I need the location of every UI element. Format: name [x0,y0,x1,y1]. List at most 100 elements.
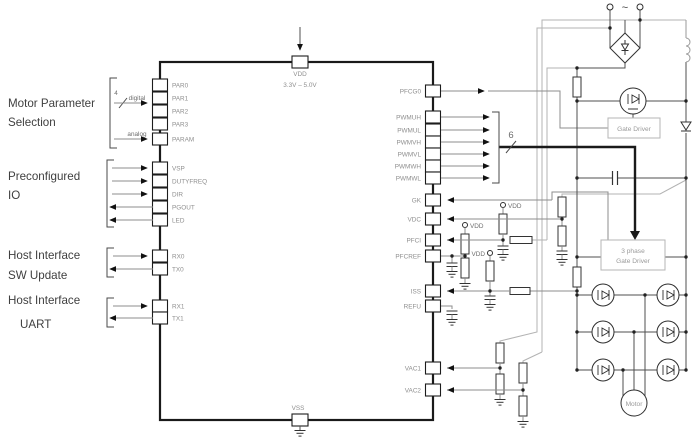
pin-pfcref-label: PFCREF [395,254,421,261]
host-uart-label-2: UART [20,318,51,331]
inverter-igbts [591,283,680,382]
vdd-supply: VDD 3.3V – 5.0V [283,27,317,89]
pin-par1-label: PAR1 [172,96,189,103]
left-annotations: Motor Parameter Selection Preconfigured … [8,77,153,331]
host-sw-label-2: SW Update [8,269,67,282]
three-phase-label-2: Gate Driver [616,258,651,265]
pin-iss [424,284,442,298]
pin-par0 [151,78,169,92]
pin-vdd-label: VDD [293,71,307,78]
pin-dir-label: DIR [172,192,183,199]
pin-vdd [291,55,309,69]
pin-par1 [151,91,169,105]
pin-tx1-label: TX1 [172,316,184,323]
pin-vss-label: VSS [292,405,305,412]
motor-param-label-2: Selection [8,116,56,129]
pin-pwmwh-label: PWMWH [395,164,422,171]
pin-pfcref [424,249,442,263]
pin-vac1-label: VAC1 [405,366,422,373]
pin-pwmul-label: PWMUL [397,128,421,135]
bus-arrowhead [630,231,640,240]
junction-dots [450,18,688,392]
pin-led [151,213,169,227]
pin-pwmvh-label: PWMVH [397,140,422,147]
bus-slash [505,140,517,154]
host-sw-bracket [106,247,114,278]
pin-rx0-label: RX0 [172,254,185,261]
pin-vsp-label: VSP [172,166,185,173]
vdd-net-label-1: VDD [508,203,522,210]
gate-driver-block [607,117,661,139]
vdd-range-label: 3.3V – 5.0V [283,82,317,89]
pin-rx1-label: RX1 [172,304,185,311]
motor-param-label-1: Motor Parameter [8,97,95,110]
vss-ground-icon [294,430,306,437]
pin-pfcg0 [424,84,442,98]
pin-dir [151,187,169,201]
pin-tx0 [151,262,169,276]
pin-pgout-label: PGOUT [172,205,195,212]
pin-vdc-label: VDC [408,217,422,224]
host-uart-label-1: Host Interface [8,294,80,307]
ac-terminal-1 [606,3,614,11]
ac-symbol: ~ [622,2,628,14]
pin-pfcg0-label: PFCG0 [400,89,422,96]
pin-vdc [424,212,442,226]
motor-param-bracket [109,77,117,149]
host-sw-label-1: Host Interface [8,249,80,262]
pin-par2 [151,104,169,118]
pin-iss-label: ISS [411,289,421,296]
gate-driver-label: Gate Driver [617,126,652,133]
bridge-diode-icon [620,40,630,55]
mcu-chip-body [158,60,435,422]
pin-pwmwl-label: PWMWL [396,176,422,183]
boost-diode-icon [680,121,692,132]
pin-pfci [424,233,442,247]
pwm-bus: 6 [499,130,640,240]
pin-tx1 [151,311,169,325]
pin-par0-label: PAR0 [172,83,189,90]
pin-vac1 [424,361,442,375]
pin-pwmwh [424,159,442,173]
left-pins: PAR0 PAR1 PAR2 PAR3 PARAM VSP DUTYFREQ D… [151,78,207,325]
vdd-net-label-2: VDD [470,223,484,230]
right-pin-arrows [441,88,562,393]
ac-input: ~ [606,2,644,14]
pin-refu [424,299,442,313]
pin-dutyfreq-label: DUTYFREQ [172,179,207,186]
pfc-igbt [619,87,647,115]
pin-led-label: LED [172,218,185,225]
vss-ground: VSS [291,405,309,437]
passive-components: VDD VDD VDD [446,76,582,428]
motor-label: Motor [626,401,644,408]
pin-gk [424,193,442,207]
three-phase-label-1: 3 phase [621,248,645,255]
pin-pwmvl [424,147,442,161]
pin-par3-label: PAR3 [172,122,189,129]
pin-param [151,132,169,146]
right-pins: PFCG0 PWMUH PWMUL PWMVH PWMVL PWMWH PWMW… [395,84,442,397]
pin-rx1 [151,299,169,313]
pin-dutyfreq [151,174,169,188]
pwm-bus-width-label: 6 [508,130,513,141]
pin-vac2 [424,383,442,397]
preconfigured-label-2: IO [8,189,20,202]
pin-gk-label: GK [412,198,422,205]
pin-pwmwl [424,171,442,185]
preconfigured-label-1: Preconfigured [8,170,80,183]
pin-param-label: PARAM [172,137,194,144]
digital-label: digital [129,95,146,102]
pin-tx0-label: TX0 [172,267,184,274]
pin-par3 [151,117,169,131]
pin-pwmuh-label: PWMUH [396,115,421,122]
pwm-group-bracket [492,111,500,184]
pin-pfci-label: PFCI [406,238,421,245]
motor-symbol [620,389,648,417]
pin-par2-label: PAR2 [172,109,189,116]
pin-pwmul [424,123,442,137]
pin-pwmvh [424,135,442,149]
preconfigured-bracket [106,159,114,228]
rectifier-bridge [609,32,641,64]
